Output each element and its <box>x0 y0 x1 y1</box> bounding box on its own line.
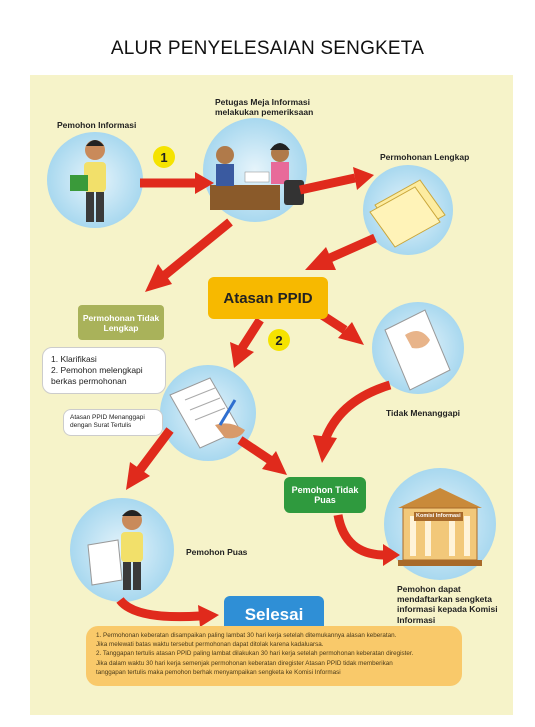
notes-panel: 1. Permohonan keberatan disampaikan pali… <box>86 626 462 686</box>
note-line-3: 2. Tanggapan tertulis atasan PPID paling… <box>96 650 414 658</box>
pemohon-figure <box>70 140 106 222</box>
page-title: ALUR PENYELESAIAN SENGKETA <box>110 38 425 59</box>
note-line-1: 1. Permohonan keberatan disampaikan pali… <box>96 632 397 639</box>
label-pemohon-dapat: Pemohon dapat mendaftarkan sengketa info… <box>397 584 498 625</box>
tidak-menanggapi-art <box>384 309 451 391</box>
petugas-figure <box>210 143 304 210</box>
label-tidak-menanggapi: Tidak Menanggapi <box>386 408 460 418</box>
label-pemohon-puas: Pemohon Puas <box>186 547 248 557</box>
permohonan-tidak-lengkap-box: Permohonan Tidak Lengkap <box>78 305 164 340</box>
label-permohonan-lengkap: Permohonan Lengkap <box>380 152 470 162</box>
menanggapi-bubble: Atasan PPID Menanggapi dengan Surat Tert… <box>63 409 163 436</box>
step-number-1: 1 <box>153 146 175 168</box>
step-number-2: 2 <box>268 329 290 351</box>
dokumen-lengkap <box>369 179 446 248</box>
note-line-5: tanggapan tertulis maka pemohon berhak m… <box>96 668 341 676</box>
klarifikasi-bubble: 1. Klarifikasi 2. Pemohon melengkapi ber… <box>42 347 166 395</box>
surat-tertulis-art <box>169 377 245 449</box>
atasan-ppid-box: Atasan PPID <box>208 277 328 319</box>
komisi-sign: Komisi Informasi <box>414 512 463 521</box>
bubble-item-1: 1. Klarifikasi <box>51 354 97 364</box>
label-petugas: Petugas Meja Informasi melakukan pemerik… <box>215 97 314 118</box>
note-line-2: Jika melewati batas waktu tersebut permo… <box>96 641 324 649</box>
pemohon-tidak-puas-box: Pemohon Tidak Puas <box>284 477 366 513</box>
note-line-4: Jika dalam waktu 30 hari kerja semenjak … <box>96 659 393 667</box>
pemohon-puas-figure <box>87 510 143 590</box>
flow-arrows <box>116 167 400 627</box>
bubble-item-2: 2. Pemohon melengkapi berkas permohonan <box>51 365 143 387</box>
label-pemohon-informasi: Pemohon Informasi <box>57 120 137 130</box>
